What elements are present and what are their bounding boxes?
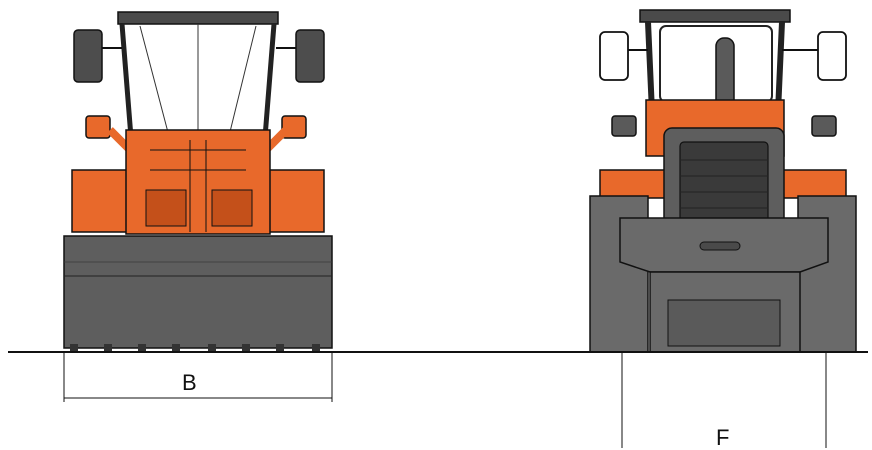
right-mirror (295, 29, 325, 83)
counterweight-handle (699, 241, 741, 251)
dimension-b: B (63, 352, 333, 402)
rear-left-light (611, 115, 637, 137)
rear-view (589, 9, 857, 353)
dim-f-label: F (716, 425, 729, 450)
front-view (63, 11, 333, 352)
left-headlight (85, 115, 111, 139)
rear-cab-pillars (645, 21, 785, 113)
right-linkage (211, 189, 253, 227)
linkage-lines (150, 140, 246, 232)
dim-b-label: B (182, 370, 197, 395)
cab-roof (117, 11, 279, 25)
left-mirror (73, 29, 103, 83)
windshield-lines (139, 24, 257, 141)
rear-cab-roof (639, 9, 791, 23)
rear-right-mirror (817, 31, 847, 81)
bucket-teeth (70, 344, 320, 352)
rear-left-mirror (599, 31, 629, 81)
rear-right-light (811, 115, 837, 137)
grille-slats (680, 159, 768, 209)
bucket (63, 235, 333, 349)
rear-axle-housing (667, 299, 781, 347)
dimension-f: F (621, 352, 827, 450)
cab-pillars (119, 23, 277, 151)
left-linkage (145, 189, 187, 227)
